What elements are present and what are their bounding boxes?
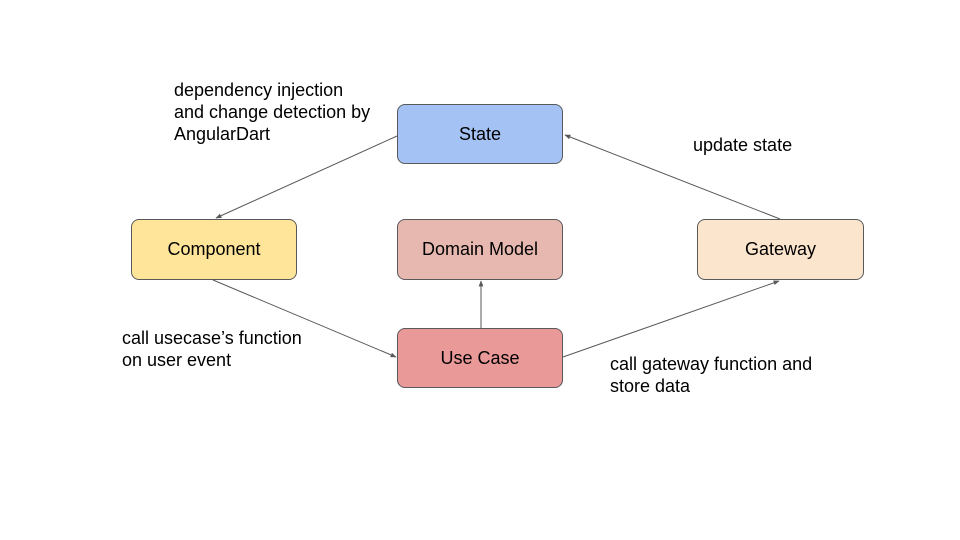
node-gateway[interactable]: Gateway — [697, 219, 864, 280]
edge-label-update-state: update state — [693, 135, 793, 155]
node-component-label: Component — [167, 239, 261, 259]
edge-label-dependency-injection: dependency injection and change detectio… — [174, 80, 371, 144]
node-state[interactable]: State — [397, 104, 563, 164]
node-domain-model-label: Domain Model — [421, 239, 539, 259]
edge-label-call-usecase: call usecase’s function on user event — [122, 328, 302, 370]
node-state-label: State — [458, 123, 502, 144]
edge-label-call-gateway: call gateway function and store data — [610, 354, 813, 396]
node-component[interactable]: Component — [131, 219, 297, 280]
edge-state-to-component — [215, 135, 398, 219]
node-use-case[interactable]: Use Case — [397, 328, 563, 388]
edge-usecase-to-gateway — [562, 280, 780, 358]
edge-gateway-to-state — [564, 134, 781, 220]
edge-component-to-usecase — [212, 279, 397, 358]
node-use-case-label: Use Case — [440, 347, 520, 368]
node-domain-model[interactable]: Domain Model — [397, 219, 563, 280]
node-gateway-label: Gateway — [744, 239, 817, 259]
